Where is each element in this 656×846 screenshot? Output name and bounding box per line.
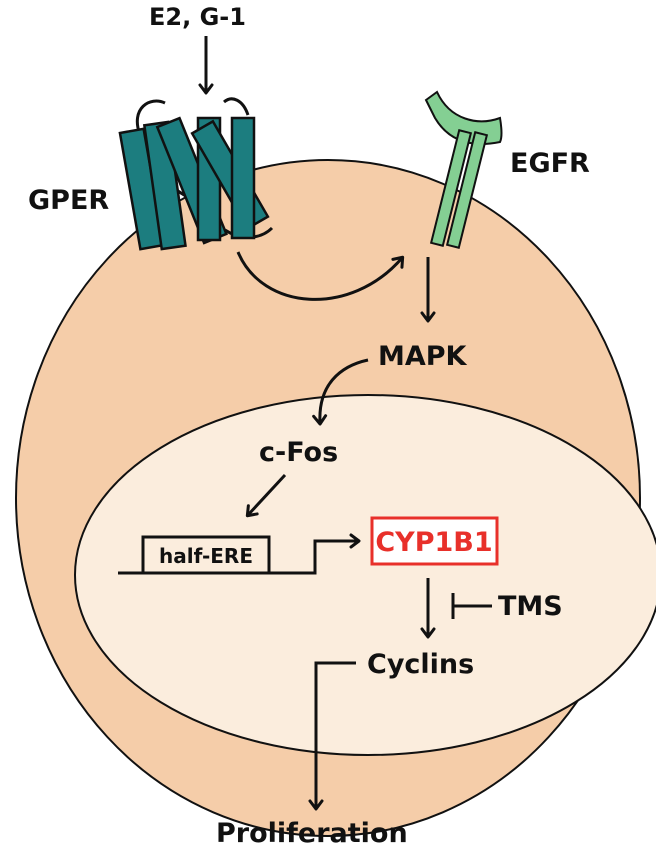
cyclins-to-proliferation-arrow: [308, 661, 356, 811]
half-ere-box: [141, 535, 271, 575]
cfos-label: c-Fos: [259, 437, 338, 468]
ligand-label: E2, G-1: [149, 3, 246, 31]
gper-receptor: [118, 97, 274, 251]
mapk-to-cfos-arrow: [312, 358, 369, 426]
half-ere-label: half-ERE: [159, 544, 253, 568]
cyclins-label: Cyclins: [367, 649, 474, 680]
nucleus: [74, 394, 656, 756]
proliferation-label: Proliferation: [216, 818, 408, 846]
tms-label: TMS: [498, 591, 563, 622]
egfr-label: EGFR: [510, 148, 590, 179]
gper-label: GPER: [28, 185, 109, 216]
cfos-to-halfere-arrow: [245, 473, 287, 518]
gper-to-egfr-arrow: [236, 251, 405, 301]
egfr-receptor: [424, 90, 503, 249]
cyp1b1-box: [370, 516, 499, 566]
cyp1b1-label: CYP1B1: [375, 527, 492, 558]
mapk-label: MAPK: [378, 341, 468, 372]
